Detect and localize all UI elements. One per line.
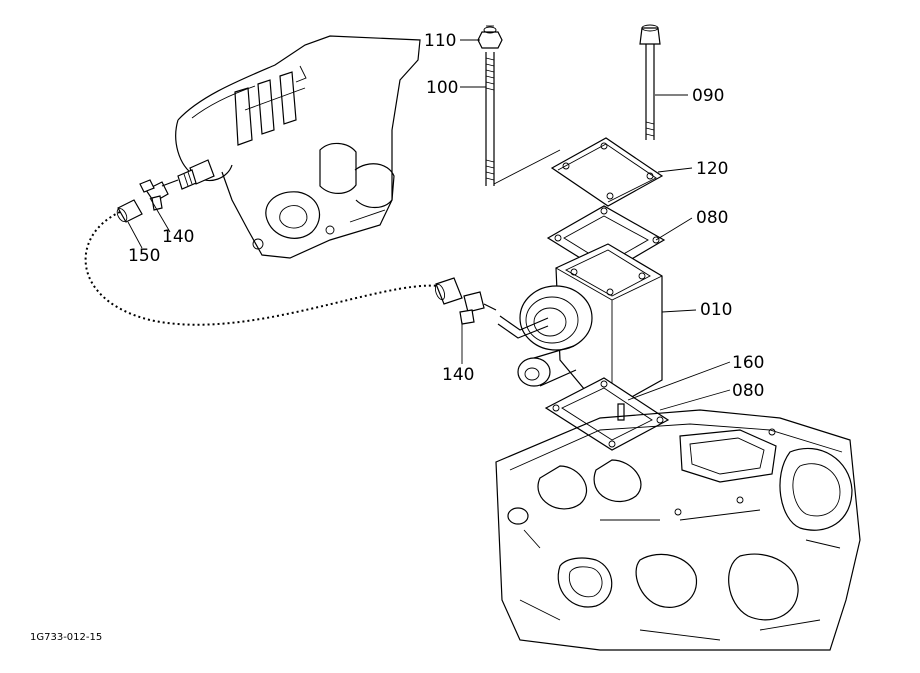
exhaust-manifold — [175, 35, 421, 259]
connector-upper — [139, 179, 179, 211]
callout-150: 150 — [128, 246, 160, 266]
callout-160: 160 — [732, 353, 764, 373]
bolt-090 — [639, 24, 661, 140]
cover-plate-120 — [550, 137, 664, 207]
cylinder-head — [495, 409, 861, 651]
callout-090: 090 — [692, 86, 724, 106]
figure-id: 1G733-012-15 — [30, 632, 102, 643]
callout-080-top: 080 — [696, 208, 728, 228]
thermostat-housing-010 — [497, 243, 663, 409]
temperature-sensor — [177, 159, 215, 190]
callout-010: 010 — [700, 300, 732, 320]
stud-bolt-100 — [485, 52, 495, 186]
nut-110 — [477, 25, 503, 49]
dowel-pin-160 — [617, 403, 625, 421]
gasket-080-bottom — [544, 377, 670, 451]
callout-110: 110 — [424, 31, 456, 51]
rubber-boot-150 — [116, 199, 143, 223]
callout-080-bottom: 080 — [732, 381, 764, 401]
callout-100: 100 — [426, 78, 458, 98]
callout-140-upper: 140 — [162, 227, 194, 247]
callout-140-lower: 140 — [442, 365, 474, 385]
connector-lower — [434, 277, 497, 325]
bolt-to-cover-guide — [493, 149, 561, 185]
sensor-cable — [84, 211, 441, 326]
callout-120: 120 — [696, 159, 728, 179]
leader-lines — [127, 39, 731, 411]
